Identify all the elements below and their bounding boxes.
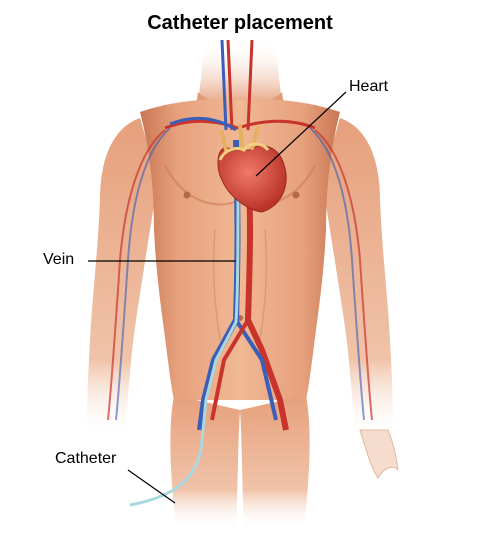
left-arm-artery [107, 129, 166, 421]
neck-vein [220, 39, 228, 131]
neck [198, 40, 282, 105]
left-arm-vein [115, 127, 171, 421]
right-arm [322, 118, 393, 440]
iliac-artery-left [210, 318, 250, 421]
heart-icon [217, 145, 287, 213]
catheter-leader-line [127, 469, 176, 504]
catheter-line-internal [129, 184, 240, 507]
subclavian-artery [164, 119, 316, 130]
right-arm-artery [314, 129, 373, 421]
iliac-vein-right [234, 318, 278, 421]
abdomen-contour [212, 229, 268, 341]
catheter-label: Catheter [55, 450, 117, 467]
right-hand [359, 429, 399, 479]
right-arm-vein [309, 127, 365, 421]
right-leg [240, 395, 310, 530]
left-nipple [183, 191, 191, 199]
heart-fat [218, 142, 270, 161]
neck-artery-right [246, 39, 254, 131]
left-arm [87, 118, 158, 440]
diagram-title: Catheter placement [147, 12, 333, 34]
right-nipple [292, 191, 300, 199]
neck-artery [226, 39, 234, 131]
heart-leader-line [255, 91, 347, 177]
subclavian-vein [169, 116, 237, 132]
vein-label: Vein [43, 251, 75, 268]
heart-label: Heart [349, 78, 389, 95]
left-leg [170, 395, 240, 530]
